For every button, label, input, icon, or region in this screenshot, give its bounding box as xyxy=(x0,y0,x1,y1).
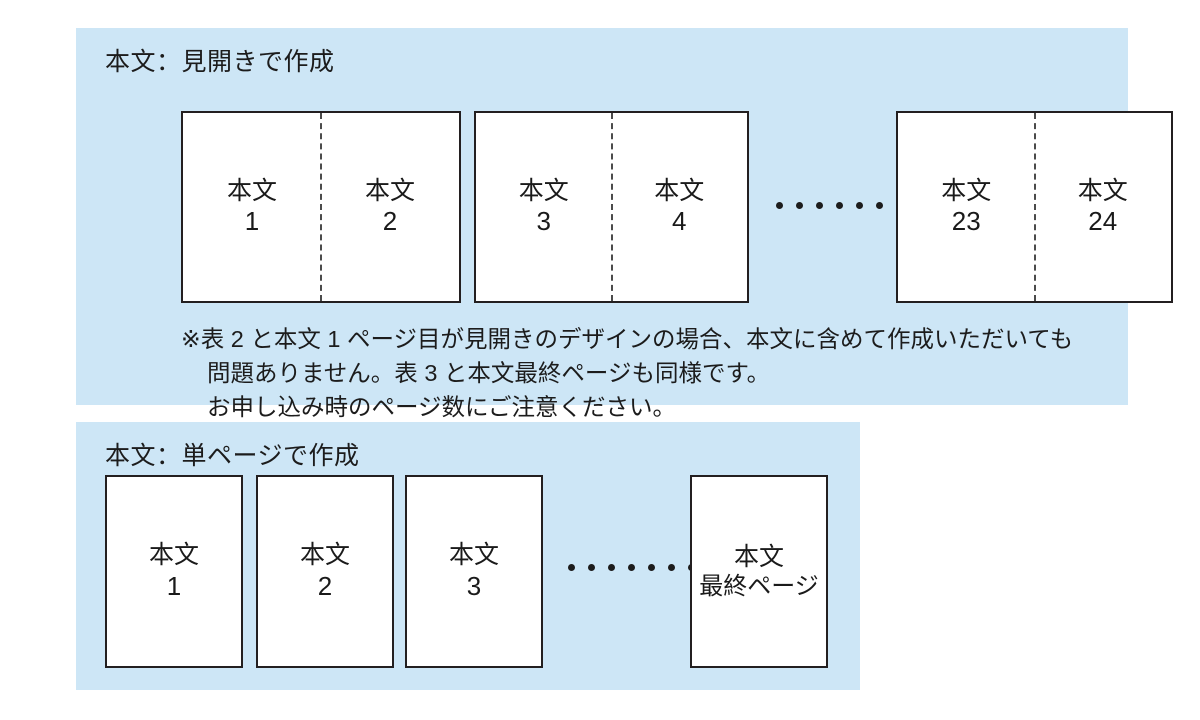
ellipsis-dot xyxy=(856,202,863,209)
fold-line-icon xyxy=(610,113,613,301)
single-page-card-2: 本文 2 xyxy=(256,475,394,668)
fold-line-icon xyxy=(320,113,322,301)
spread-layout-panel: 本文：見開きで作成 本文 1 本文 2 本文 3 本文 4 xyxy=(76,28,1173,420)
page-label-title: 本文 xyxy=(448,541,499,570)
page-label-number: 2 xyxy=(382,206,398,237)
spread-card-1: 本文 1 本文 2 xyxy=(181,111,461,303)
spread-card-3: 本文 23 本文 24 xyxy=(896,111,1173,303)
spread-page-left: 本文 23 xyxy=(898,113,1035,301)
ellipsis-dot xyxy=(568,564,575,571)
page-label-title: 本文 xyxy=(1077,176,1128,205)
page-label-title: 本文 xyxy=(733,542,784,571)
page-label-number: 1 xyxy=(244,206,260,237)
page-label-number: 24 xyxy=(1088,206,1118,237)
page-label-title: 本文 xyxy=(654,176,705,205)
page-label-number: 23 xyxy=(951,206,981,237)
spread-page-right: 本文 4 xyxy=(612,113,748,301)
ellipsis-dot xyxy=(776,202,783,209)
page-label-title: 本文 xyxy=(364,176,415,205)
ellipsis-dot xyxy=(836,202,843,209)
page-label-title: 本文 xyxy=(226,176,277,205)
page-label-title: 本文 xyxy=(518,176,569,205)
page-label-number: 2 xyxy=(317,570,333,601)
single-section-heading: 本文：単ページで作成 xyxy=(105,442,360,470)
ellipsis-icon xyxy=(776,202,903,209)
page-label-number: 最終ページ xyxy=(699,573,819,601)
page-label-number: 4 xyxy=(672,206,687,237)
page-label-title: 本文 xyxy=(148,541,199,570)
single-page-card-3: 本文 3 xyxy=(405,475,543,668)
page-label-title: 本文 xyxy=(299,541,350,570)
spread-card-2: 本文 3 本文 4 xyxy=(474,111,749,303)
ellipsis-dot xyxy=(648,564,655,571)
single-page-card-1: 本文 1 xyxy=(105,475,243,668)
ellipsis-dot xyxy=(816,202,823,209)
note-line-3: お申し込み時のページ数にご注意ください。 xyxy=(207,393,677,420)
spread-section-heading: 本文：見開きで作成 xyxy=(105,48,335,76)
ellipsis-dot xyxy=(668,564,675,571)
note-line-1: ※表 2 と本文 1 ページ目が見開きのデザインの場合、本文に含めて作成いただい… xyxy=(181,326,1074,352)
ellipsis-dot xyxy=(628,564,635,571)
note-line-2: 問題ありません。表 3 と本文最終ページも同様です。 xyxy=(207,359,771,386)
page-label-title: 本文 xyxy=(941,176,992,205)
page-label-number: 3 xyxy=(536,206,551,237)
page-label-number: 1 xyxy=(166,570,182,601)
ellipsis-dot xyxy=(588,564,595,571)
single-page-card-last: 本文 最終ページ xyxy=(690,475,828,668)
note-block: ※表 2 と本文 1 ページ目が見開きのデザインの場合、本文に含めて作成いただい… xyxy=(181,323,1191,424)
spread-page-right: 本文 24 xyxy=(1035,113,1172,301)
fold-line-icon xyxy=(1033,113,1036,301)
spread-page-left: 本文 1 xyxy=(183,113,321,301)
ellipsis-dot xyxy=(608,564,615,571)
spread-page-left: 本文 3 xyxy=(476,113,612,301)
ellipsis-dot xyxy=(876,202,883,209)
page-label-number: 3 xyxy=(466,570,482,601)
spread-page-right: 本文 2 xyxy=(321,113,459,301)
ellipsis-icon xyxy=(568,564,695,571)
ellipsis-dot xyxy=(796,202,803,209)
